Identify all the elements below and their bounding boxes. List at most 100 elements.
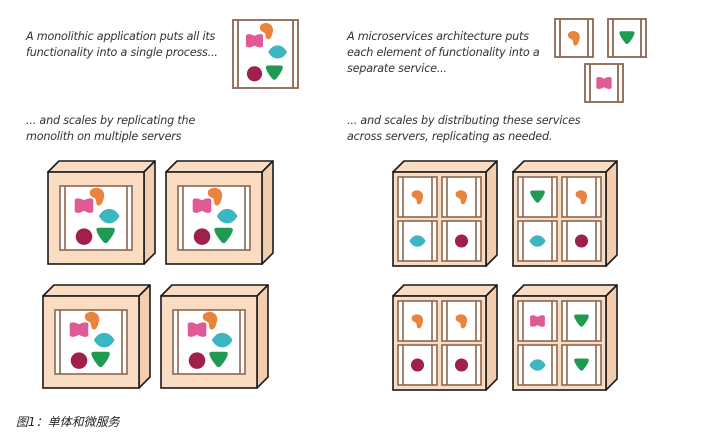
pink-bowtie-icon	[192, 198, 212, 213]
pink-bowtie-icon	[245, 34, 264, 48]
service-frame	[397, 176, 438, 218]
service-instance	[397, 220, 438, 262]
pink-bowtie-icon	[530, 315, 545, 327]
teal-diamond-icon	[216, 208, 238, 224]
pink-bowtie-icon	[596, 77, 612, 89]
server-side	[261, 160, 274, 265]
micro-scale-caption: ... and scales by distributing these ser…	[347, 113, 581, 145]
green-triangle-icon	[96, 227, 115, 244]
service-instance	[441, 176, 482, 218]
server-side	[605, 160, 618, 267]
service-instance	[561, 220, 602, 262]
server-side	[485, 160, 498, 267]
server-top	[392, 160, 498, 173]
orange-blob-icon	[567, 30, 580, 46]
green-triangle-icon	[574, 358, 589, 371]
service-instance	[517, 300, 558, 342]
orange-blob-icon	[84, 311, 100, 330]
pink-bowtie-icon	[69, 322, 89, 337]
caption-line: A monolithic application puts all its	[26, 30, 216, 43]
monolith-server-grid	[42, 160, 274, 389]
teal-diamond-icon	[529, 235, 546, 247]
service-instance	[561, 300, 602, 342]
microservice	[554, 18, 594, 58]
orange-blob-icon	[455, 190, 468, 205]
caption-line: each element of functionality into a	[347, 46, 540, 59]
server-side	[143, 160, 156, 265]
microservices	[554, 18, 647, 103]
frame-outline	[441, 344, 482, 386]
teal-diamond-icon	[211, 332, 233, 348]
maroon-circle-icon	[70, 352, 88, 369]
caption-line: functionality into a single process...	[26, 46, 218, 59]
orange-blob-icon	[455, 314, 468, 329]
server-side	[138, 284, 151, 389]
pink-bowtie-icon	[187, 322, 207, 337]
maroon-circle-icon	[410, 358, 425, 372]
microservice	[584, 63, 624, 103]
service-instance	[441, 300, 482, 342]
maroon-circle-icon	[454, 358, 469, 372]
server-top	[160, 284, 269, 297]
caption-line: ... and scales by replicating the	[26, 114, 196, 127]
service-instance	[397, 344, 438, 386]
microservice-server	[512, 284, 618, 391]
orange-blob-icon	[202, 311, 218, 330]
maroon-circle-icon	[193, 228, 211, 245]
teal-diamond-icon	[268, 45, 288, 59]
server-top	[47, 160, 156, 173]
orange-blob-icon	[411, 314, 424, 329]
caption-line: A microservices architecture puts	[347, 30, 529, 43]
teal-diamond-icon	[93, 332, 115, 348]
server-side	[605, 284, 618, 391]
orange-blob-icon	[411, 190, 424, 205]
caption-line: ... and scales by distributing these ser…	[347, 114, 581, 127]
maroon-circle-icon	[574, 234, 589, 248]
server-top	[42, 284, 151, 297]
service-instance	[397, 176, 438, 218]
green-triangle-icon	[530, 190, 545, 203]
micro-intro-caption: A microservices architecture puts each e…	[347, 29, 540, 77]
caption-line: separate service...	[347, 62, 447, 75]
service-instance	[397, 300, 438, 342]
teal-diamond-icon	[98, 208, 120, 224]
service-frame	[441, 344, 482, 386]
service-instance	[561, 344, 602, 386]
monolith-frame	[54, 309, 128, 375]
server-top	[512, 284, 618, 297]
monolith-server	[47, 160, 156, 265]
service-instance	[517, 220, 558, 262]
caption-line: monolith on multiple servers	[26, 130, 182, 143]
teal-diamond-icon	[409, 235, 426, 247]
monolith-application	[232, 19, 299, 89]
maroon-circle-icon	[75, 228, 93, 245]
green-triangle-icon	[574, 314, 589, 327]
service-instance	[517, 176, 558, 218]
maroon-circle-icon	[188, 352, 206, 369]
microservice	[607, 18, 647, 58]
microservice-server	[512, 160, 618, 267]
figure-caption: 图1：单体和微服务	[16, 415, 120, 429]
pink-bowtie-icon	[74, 198, 94, 213]
monolith-scale-caption: ... and scales by replicating the monoli…	[26, 113, 195, 145]
orange-blob-icon	[575, 190, 588, 205]
caption-line: across servers, replicating as needed.	[347, 130, 553, 143]
maroon-circle-icon	[246, 66, 263, 82]
green-triangle-icon	[209, 351, 228, 368]
service-instance	[561, 176, 602, 218]
server-top	[512, 160, 618, 173]
orange-blob-icon	[207, 187, 223, 206]
teal-diamond-icon	[529, 359, 546, 371]
monolith-server	[42, 284, 151, 389]
microservice-server	[392, 160, 498, 267]
frame-outline	[397, 176, 438, 218]
frame-outline	[54, 309, 128, 375]
server-side	[485, 284, 498, 391]
maroon-circle-icon	[454, 234, 469, 248]
green-triangle-icon	[619, 31, 635, 44]
microservice-server	[392, 284, 498, 391]
server-top	[392, 284, 498, 297]
orange-blob-icon	[89, 187, 105, 206]
monolith-intro-caption: A monolithic application puts all its fu…	[26, 29, 218, 61]
